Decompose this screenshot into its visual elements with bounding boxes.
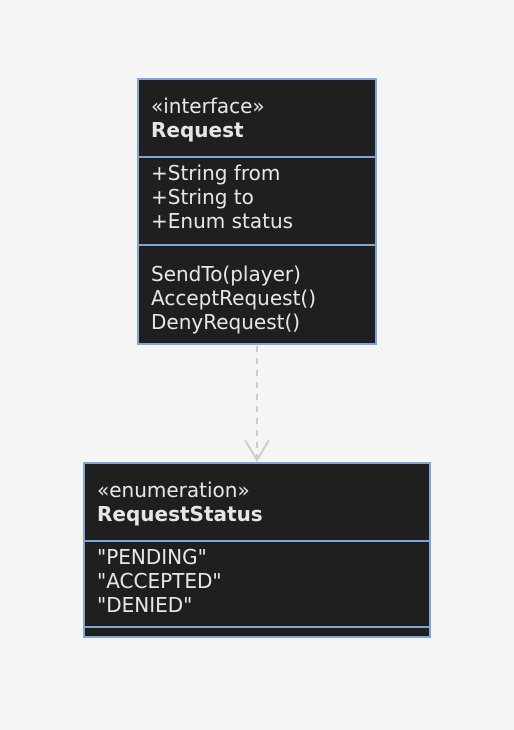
attribute: +String to xyxy=(151,185,254,209)
methods-section-empty xyxy=(85,628,429,636)
class-name: RequestStatus xyxy=(97,502,263,526)
class-header: «enumeration» RequestStatus xyxy=(85,464,429,542)
methods-section: SendTo(player) AcceptRequest() DenyReque… xyxy=(139,246,375,342)
enum-value: "DENIED" xyxy=(97,593,193,617)
method: SendTo(player) xyxy=(151,262,301,286)
stereotype-label: «enumeration» xyxy=(97,478,250,502)
stereotype-label: «interface» xyxy=(151,94,265,118)
class-name: Request xyxy=(151,118,244,142)
attribute: +String from xyxy=(151,161,281,185)
enum-values-section: "PENDING" "ACCEPTED" "DENIED" xyxy=(85,542,429,628)
attribute: +Enum status xyxy=(151,209,294,233)
enum-value: "PENDING" xyxy=(97,545,207,569)
method: AcceptRequest() xyxy=(151,286,317,310)
enum-value: "ACCEPTED" xyxy=(97,569,222,593)
class-request[interactable]: «interface» Request +String from +String… xyxy=(137,78,377,345)
method: DenyRequest() xyxy=(151,310,301,334)
dependency-arrowhead xyxy=(244,439,270,462)
class-request-status[interactable]: «enumeration» RequestStatus "PENDING" "A… xyxy=(83,462,431,638)
class-header: «interface» Request xyxy=(139,80,375,158)
attributes-section: +String from +String to +Enum status xyxy=(139,158,375,246)
